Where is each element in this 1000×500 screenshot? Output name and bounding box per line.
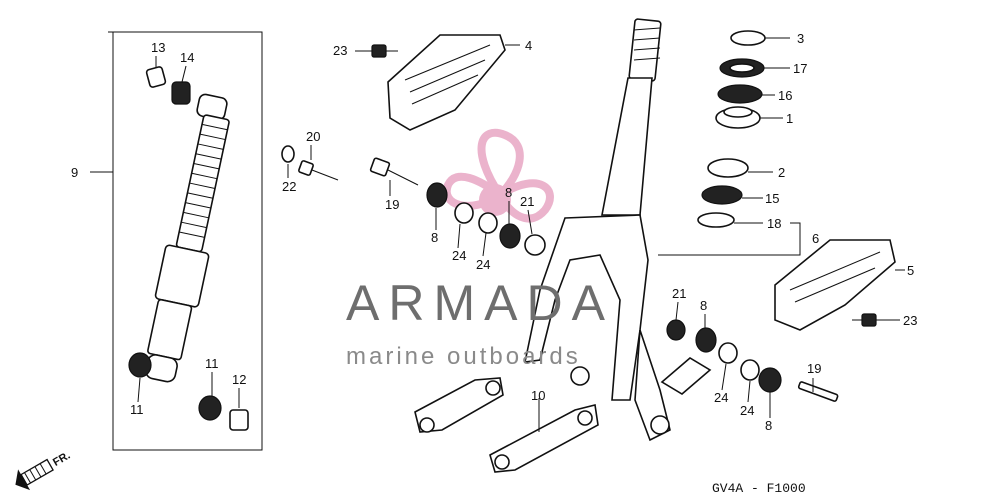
callout-21-a: 21 [520, 194, 534, 209]
callout-6: 6 [812, 231, 819, 246]
diagram-code: GV4A - F1000 [712, 481, 806, 496]
callout-13: 13 [151, 40, 165, 55]
callout-8-c: 8 [700, 298, 707, 313]
callout-20: 20 [306, 129, 320, 144]
callout-9: 9 [71, 165, 78, 180]
callout-24-a: 24 [452, 248, 466, 263]
callout-12: 12 [232, 372, 246, 387]
callout-22: 22 [282, 179, 296, 194]
bearing-stack [658, 30, 801, 256]
callout-14: 14 [180, 50, 194, 65]
link-arm-upper [414, 377, 504, 433]
callout-4: 4 [525, 38, 532, 53]
callout-8-a: 8 [431, 230, 438, 245]
watermark-propeller-logo [442, 128, 554, 223]
callout-18: 18 [767, 216, 781, 231]
callout-10: 10 [531, 388, 545, 403]
callout-15: 15 [765, 191, 779, 206]
direction-marker-label: FR. [51, 450, 72, 469]
pivot-bolts-bushings [281, 145, 839, 402]
steering-stem-fork [523, 18, 671, 442]
callout-19-upper: 19 [385, 197, 399, 212]
callout-1: 1 [786, 111, 793, 126]
bracket-plate [660, 357, 712, 395]
watermark-title: ARMADA [346, 275, 614, 331]
front-direction-arrow: FR. [15, 450, 72, 491]
callout-24-c: 24 [714, 390, 728, 405]
watermark-subtitle: marine outboards [346, 343, 581, 370]
callout-8-d: 8 [765, 418, 772, 433]
callout-24-b: 24 [476, 257, 490, 272]
callout-21-b: 21 [672, 286, 686, 301]
callout-8-b: 8 [505, 185, 512, 200]
callout-24-d: 24 [740, 403, 754, 418]
callout-2: 2 [778, 165, 785, 180]
front-cover-lower [774, 239, 905, 331]
callout-19-lower: 19 [807, 361, 821, 376]
callout-23-left: 23 [333, 43, 347, 58]
callout-3: 3 [797, 31, 804, 46]
front-cover-upper [355, 34, 520, 131]
callout-5: 5 [907, 263, 914, 278]
callout-11-lower: 11 [130, 402, 144, 417]
callout-23-right: 23 [903, 313, 917, 328]
callout-16: 16 [778, 88, 792, 103]
callout-17: 17 [793, 61, 807, 76]
shock-absorber-group [90, 31, 263, 451]
callout-11-upper: 11 [205, 356, 219, 371]
link-arm-lower [489, 398, 599, 473]
